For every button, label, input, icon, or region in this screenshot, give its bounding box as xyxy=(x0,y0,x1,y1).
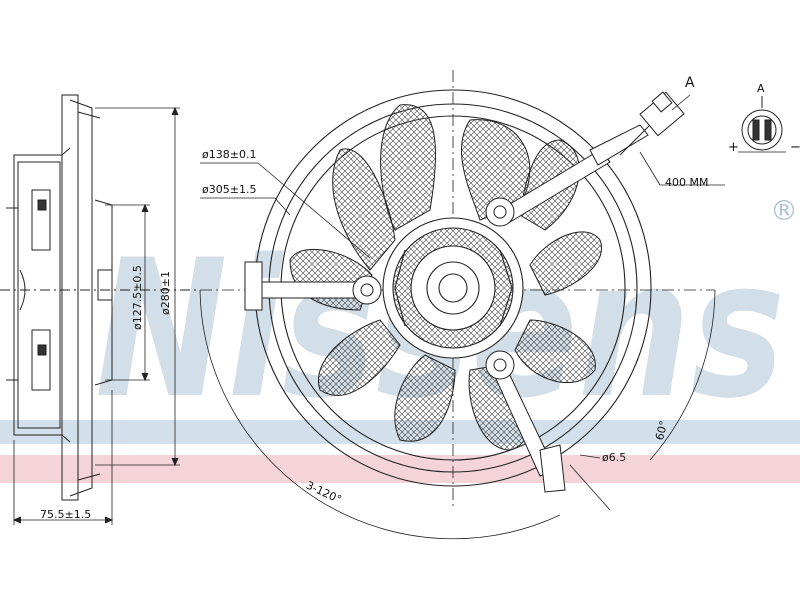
connector-minus-label: − xyxy=(790,140,800,155)
dimension-diameter-127: ø127.5±0.5 xyxy=(131,265,144,330)
dimension-cable-length: 400 MM xyxy=(665,176,709,189)
cable-connector xyxy=(619,91,725,186)
mounting-bosses xyxy=(352,197,515,380)
dimension-diameter-305: ø305±1.5 xyxy=(202,183,257,196)
connector-view-label: A xyxy=(757,82,765,95)
motor-struts xyxy=(244,124,649,493)
dimension-diameter-280: ø280±1 xyxy=(159,271,172,315)
fan-hub xyxy=(382,217,524,359)
dimension-diameter-138: ø138±0.1 xyxy=(202,148,257,161)
connector-end-view xyxy=(738,96,786,153)
watermark-registered-mark: ® xyxy=(770,194,798,227)
dimension-depth: 75.5±1.5 xyxy=(40,508,92,521)
leader-lines xyxy=(200,162,611,511)
side-view xyxy=(0,94,200,525)
dimension-hole-diameter: ø6.5 xyxy=(602,451,627,464)
connector-plus-label: + xyxy=(728,140,739,155)
view-arrow-label: A xyxy=(685,75,695,91)
